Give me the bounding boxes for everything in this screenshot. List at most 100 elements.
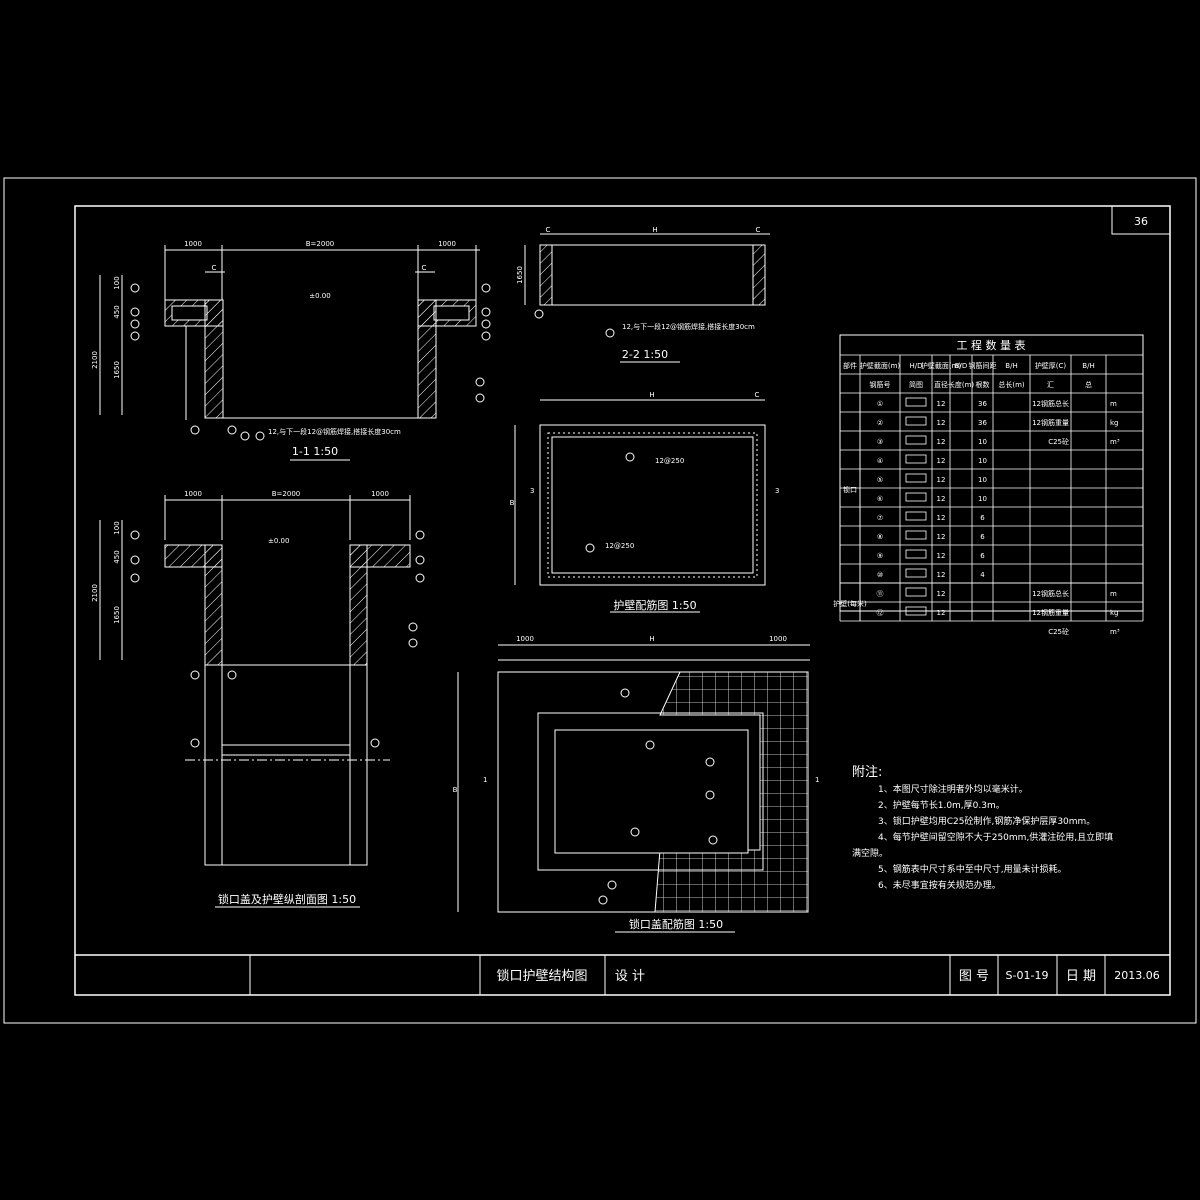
drawing-no-label: 图 号 xyxy=(959,969,989,984)
drawing-no: S-01-19 xyxy=(1006,969,1049,982)
outer-border xyxy=(3,177,1197,1024)
table-summary-label: C25砼 xyxy=(1048,437,1069,446)
ls-dim-mid: B=2000 xyxy=(272,490,300,498)
s11-dim-mid: B=2000 xyxy=(306,240,334,248)
table-subheader-cell: 汇 xyxy=(1047,381,1054,389)
crp-dim-left: 1000 xyxy=(516,635,534,643)
table-header-cell: 部件 xyxy=(843,361,857,370)
cover-rebar-plan: 1000 H 1000 B 1 1 锁口盖配筋图 1:50 xyxy=(453,635,819,933)
ls-dim-left: 1000 xyxy=(184,490,202,498)
title-block: 锁口护壁结构图 设 计 图 号 S-01-19 日 期 2013.06 xyxy=(75,954,1170,995)
table-summary-unit: m xyxy=(1110,400,1117,408)
s11-height-total: 2100 xyxy=(91,351,99,369)
s22-c-left: C xyxy=(546,226,551,234)
table-bar-sketch xyxy=(905,587,927,597)
table-header-cell: 护壁截面(m) xyxy=(921,361,962,370)
s11-height-mid: 450 xyxy=(113,305,121,318)
table-summary-unit: m³ xyxy=(1110,438,1120,446)
table-bar-id: ② xyxy=(877,419,883,427)
table-diameter: 12 xyxy=(937,609,946,617)
s11-dim-left: 1000 xyxy=(184,240,202,248)
table-summary-label: 12钢筋总长 xyxy=(1032,399,1069,408)
s22-c-right: C xyxy=(756,226,761,234)
ls-height-mid: 450 xyxy=(113,550,121,563)
crp-dim-right: 1000 xyxy=(769,635,787,643)
crp-cut-left: 1 xyxy=(483,776,487,784)
table-bar-sketch xyxy=(905,473,927,483)
s11-c-right: C xyxy=(422,264,427,272)
table-count: 10 xyxy=(978,438,987,446)
table-subheader-cell: 总 xyxy=(1085,380,1092,389)
table-group-name: 护壁(每米) xyxy=(833,599,867,608)
table-diameter: 12 xyxy=(937,590,946,598)
table-summary-unit: m³ xyxy=(1110,628,1120,636)
wrp-cut-right: 3 xyxy=(775,487,779,495)
table-subheader-cell: 长度(m) xyxy=(948,380,975,389)
section-2-2: C H C 1650 12,与下一段12@钢筋焊接,搭接长度30cm 2-2 1… xyxy=(516,226,770,363)
table-bar-id: ⑧ xyxy=(877,533,883,541)
table-bar-sketch xyxy=(905,454,927,464)
notes-heading: 附注: xyxy=(852,765,882,780)
wrp-c: C xyxy=(755,391,760,399)
notes: 附注: 1、本图尺寸除注明者外均以毫米计。 2、护壁每节长1.0m,厚0.3m。… xyxy=(852,765,1113,891)
table-count: 4 xyxy=(980,571,985,579)
table-diameter: 12 xyxy=(937,476,946,484)
ls-height-lower: 1650 xyxy=(113,606,121,624)
ls-height-total: 2100 xyxy=(91,584,99,602)
ls-dim-right: 1000 xyxy=(371,490,389,498)
note-5: 5、钢筋表中尺寸系中至中尺寸,用量未计损耗。 xyxy=(878,863,1067,875)
table-count: 6 xyxy=(980,514,985,522)
table-diameter: 12 xyxy=(937,533,946,541)
table-summary-unit: m xyxy=(1110,590,1117,598)
table-summary-unit: kg xyxy=(1110,419,1119,427)
inner-border xyxy=(74,205,1171,996)
table-diameter: 12 xyxy=(937,400,946,408)
s11-elevation: ±0.00 xyxy=(309,292,330,300)
sheet-number-box xyxy=(1111,205,1171,235)
table-subheader-cell: 直径 xyxy=(934,380,948,389)
table-bar-sketch xyxy=(905,416,927,426)
table-diameter: 12 xyxy=(937,419,946,427)
table-header-cell: B/H xyxy=(1082,362,1094,370)
s11-height-top: 100 xyxy=(113,276,121,289)
table-diameter: 12 xyxy=(937,438,946,446)
table-bar-sketch xyxy=(905,606,927,616)
table-bar-sketch xyxy=(905,568,927,578)
table-title: 工 程 数 量 表 xyxy=(957,338,1026,352)
date-label: 日 期 xyxy=(1066,969,1096,984)
table-group-name: 锁口 xyxy=(843,485,857,494)
s11-c-left: C xyxy=(212,264,217,272)
table-summary-label: C25砼 xyxy=(1048,627,1069,636)
section-1-1: 1000 B=2000 1000 C C ±0.00 2100 1650 450… xyxy=(91,240,491,461)
table-diameter: 12 xyxy=(937,571,946,579)
table-count: 10 xyxy=(978,495,987,503)
table-bar-sketch xyxy=(905,549,927,559)
wall-rebar-plan: H C B 3 3 12@250 12@250 护壁配筋图 1:50 xyxy=(510,391,779,613)
table-summary-label: 12钢筋重量 xyxy=(1032,608,1069,617)
note-1: 1、本图尺寸除注明者外均以毫米计。 xyxy=(878,783,1028,795)
s22-height: 1650 xyxy=(516,266,524,284)
date: 2013.06 xyxy=(1114,969,1160,982)
table-diameter: 12 xyxy=(937,495,946,503)
crp-dim-h: H xyxy=(649,635,654,643)
table-bar-sketch xyxy=(905,530,927,540)
crp-cut-right: 1 xyxy=(815,776,819,784)
table-subheader-cell: 简图 xyxy=(909,380,923,389)
table-bar-sketch xyxy=(905,492,927,502)
table-bar-id: ⑦ xyxy=(877,514,883,522)
table-bar-sketch xyxy=(905,435,927,445)
table-count: 6 xyxy=(980,552,985,560)
table-subheader-cell: 总长(m) xyxy=(998,380,1025,389)
table-summary-unit: kg xyxy=(1110,609,1119,617)
table-header-cell: H/D xyxy=(909,362,922,370)
table-summary-label: 12钢筋重量 xyxy=(1032,418,1069,427)
table-bar-id: ⑪ xyxy=(877,590,884,598)
table-diameter: 12 xyxy=(937,514,946,522)
table-count: 10 xyxy=(978,476,987,484)
note-4b: 满空隙。 xyxy=(852,847,888,859)
sheet-number: 36 xyxy=(1134,215,1148,228)
ls-elevation: ±0.00 xyxy=(268,537,289,545)
